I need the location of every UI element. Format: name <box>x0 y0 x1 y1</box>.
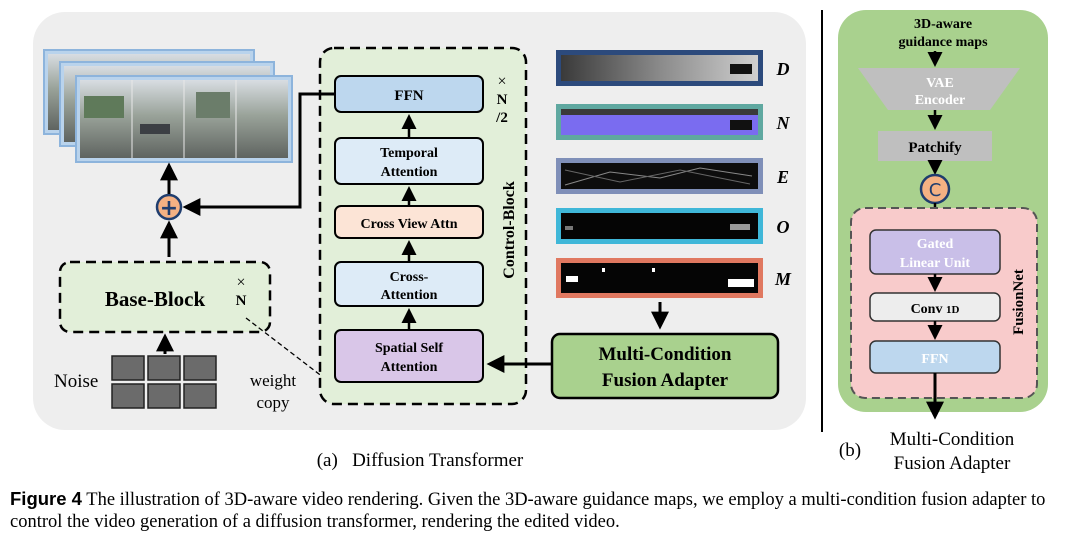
temporal-label-line1: Temporal <box>380 146 438 161</box>
spatial-label-line2: Attention <box>381 360 438 375</box>
map-letter-o: O <box>777 217 790 237</box>
gated-label-line1: Gated <box>917 237 954 252</box>
output-video-frames <box>43 49 293 163</box>
figure-caption: Figure 4 The illustration of 3D-aware vi… <box>10 488 1072 533</box>
vae-label-line2: Encoder <box>915 93 966 108</box>
plus-sign: + <box>160 196 178 221</box>
patchify-block <box>878 131 992 161</box>
weight-copy-arrow <box>245 317 334 385</box>
add-node-icon <box>155 193 183 221</box>
temporal-label-line2: Attention <box>381 165 438 180</box>
guidance-map-d <box>556 50 763 86</box>
guidance-label-line2: guidance maps <box>898 35 988 50</box>
panel-a-label: (a) Diffusion Transformer <box>317 450 524 471</box>
noise-label: Noise <box>54 371 98 392</box>
fusionnet-label: FusionNet <box>1011 269 1027 335</box>
base-block <box>58 260 272 334</box>
gated-label-line2: Linear Unit <box>900 256 970 271</box>
guidance-map-n <box>556 104 763 140</box>
multi-condition-fusion-adapter-block <box>550 332 780 400</box>
cross-view-label: Cross View Attn <box>361 217 458 232</box>
concat-label: C <box>929 180 942 201</box>
panel-b-label-letter: (b) <box>839 440 861 461</box>
base-block-label: Base-Block <box>105 287 206 311</box>
caption-text: The illustration of 3D-aware video rende… <box>10 490 1046 532</box>
fusion-ffn-label: FFN <box>921 352 948 367</box>
ctrl-repeat-x: × <box>497 73 506 90</box>
figure-number: Figure 4 <box>10 488 82 509</box>
mcfa-label-line1: Multi-Condition <box>598 344 731 365</box>
map-letter-m: M <box>774 269 792 289</box>
map-letter-n: N <box>776 113 791 133</box>
patchify-label: Patchify <box>908 140 962 156</box>
vae-label-line1: VAE <box>926 76 954 91</box>
panel-b-label-line2: Fusion Adapter <box>894 453 1011 474</box>
control-block-label: Control-Block <box>501 181 518 279</box>
map-letter-e: E <box>776 167 789 187</box>
vae-encoder-block <box>858 68 1020 110</box>
spatial-label-line1: Spatial Self <box>375 341 443 356</box>
base-repeat-x: × <box>236 274 245 291</box>
ctrl-repeat-n: N <box>497 92 508 108</box>
panel-b-label-line1: Multi-Condition <box>890 429 1015 450</box>
ffn-to-add-arrow <box>182 92 335 216</box>
guidance-map-m <box>556 258 763 298</box>
cross-label-line2: Attention <box>381 288 438 303</box>
guidance-label-line1: 3D-aware <box>914 17 972 32</box>
ffn-label: FFN <box>394 88 423 104</box>
mcfa-label-line2: Fusion Adapter <box>602 370 729 391</box>
guidance-map-o <box>556 208 763 244</box>
ctrl-repeat-div: /2 <box>495 110 508 126</box>
cross-label-line1: Cross- <box>390 270 429 285</box>
map-letter-d: D <box>776 59 790 79</box>
guidance-map-e <box>556 158 763 194</box>
noise-grid <box>111 355 217 409</box>
weight-copy-line1: weight <box>250 371 297 390</box>
conv-label: Conv 1D <box>911 302 960 317</box>
weight-copy-line2: copy <box>256 393 290 412</box>
base-repeat-n: N <box>236 293 247 309</box>
